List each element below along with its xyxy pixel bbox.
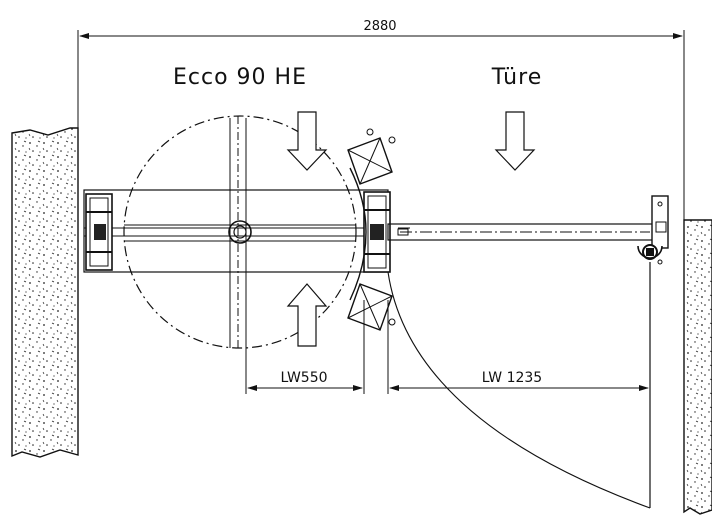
left-mount xyxy=(85,193,113,271)
frame-beam xyxy=(83,189,389,273)
sensor-top xyxy=(347,128,396,185)
turnstile-rotor xyxy=(123,115,357,350)
sensor-bottom xyxy=(347,283,396,331)
arrow-down-icon xyxy=(286,111,328,171)
arrow-up-icon xyxy=(286,283,328,347)
arrow-down-icon xyxy=(494,111,536,171)
turnstile-clear-width-dimension: LW550 xyxy=(245,300,365,394)
left-wall xyxy=(11,127,79,458)
right-mount xyxy=(363,191,391,273)
door-clear-width-label: LW 1235 xyxy=(482,370,542,386)
right-wall xyxy=(683,219,712,515)
turnstile-clear-width-label: LW550 xyxy=(280,370,327,386)
guard-arc-top xyxy=(349,167,367,233)
overall-width-label: 2880 xyxy=(363,19,396,34)
overall-dimension: 2880 xyxy=(77,19,685,220)
door-leaf xyxy=(387,223,659,241)
door-swing-arc xyxy=(387,271,651,509)
guard-arc-bottom xyxy=(349,231,367,301)
turnstile-title: Ecco 90 HE xyxy=(173,65,307,90)
door-clear-width-dimension: LW 1235 xyxy=(387,300,649,394)
door-hinge xyxy=(637,195,669,508)
door-title: Türe xyxy=(491,65,542,90)
